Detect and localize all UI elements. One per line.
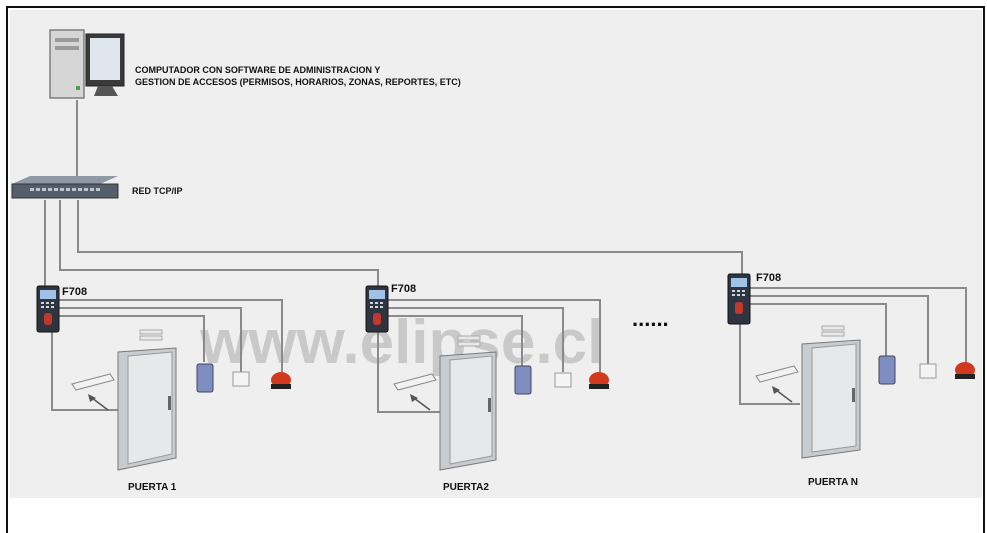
magnetic-lock-icon [71, 373, 115, 411]
magnetic-lock-icon [755, 365, 799, 403]
door-group-2: F708 PUERTA2 [365, 283, 609, 493]
more-doors-ellipsis: ...... [632, 306, 669, 331]
siren-icon [589, 372, 609, 389]
exit-switch-icon [919, 363, 937, 379]
door-group-1: F708 PUERTA 1 [36, 285, 291, 493]
controller-f708-icon [365, 285, 389, 333]
exit-button-icon [139, 329, 163, 341]
network-cabling [44, 100, 967, 413]
exit-switch-icon [232, 371, 250, 387]
controller-f708-icon [727, 273, 751, 325]
exit-button-icon [821, 325, 845, 337]
computer-icon [49, 29, 125, 99]
network-switch-icon [11, 176, 119, 199]
door-icon [801, 339, 861, 459]
door-label: PUERTA 1 [128, 482, 177, 493]
network-label: RED TCP/IP [132, 186, 183, 196]
siren-icon [271, 372, 291, 389]
exit-button-icon [457, 335, 481, 347]
exit-switch-icon [554, 372, 572, 388]
card-reader-icon [878, 355, 896, 385]
door-icon [439, 351, 497, 471]
controller-label: F708 [62, 286, 87, 298]
door-icon [117, 347, 177, 471]
controller-label: F708 [391, 283, 416, 295]
controller-f708-icon [36, 285, 60, 333]
computer-label-line1: COMPUTADOR CON SOFTWARE DE ADMINISTRACIO… [135, 65, 380, 75]
magnetic-lock-icon [393, 373, 437, 411]
door-label: PUERTA2 [443, 482, 489, 493]
card-reader-icon [514, 365, 532, 395]
door-group-n: F708 PUERTA N [727, 272, 975, 488]
siren-icon [955, 362, 975, 379]
door-label: PUERTA N [808, 477, 858, 488]
diagram-frame [6, 6, 985, 533]
card-reader-icon [196, 363, 214, 393]
watermark-text: www.elipse.cl [199, 308, 604, 377]
computer-label-line2: GESTION DE ACCESOS (PERMISOS, HORARIOS, … [135, 77, 461, 87]
controller-label: F708 [756, 272, 781, 284]
